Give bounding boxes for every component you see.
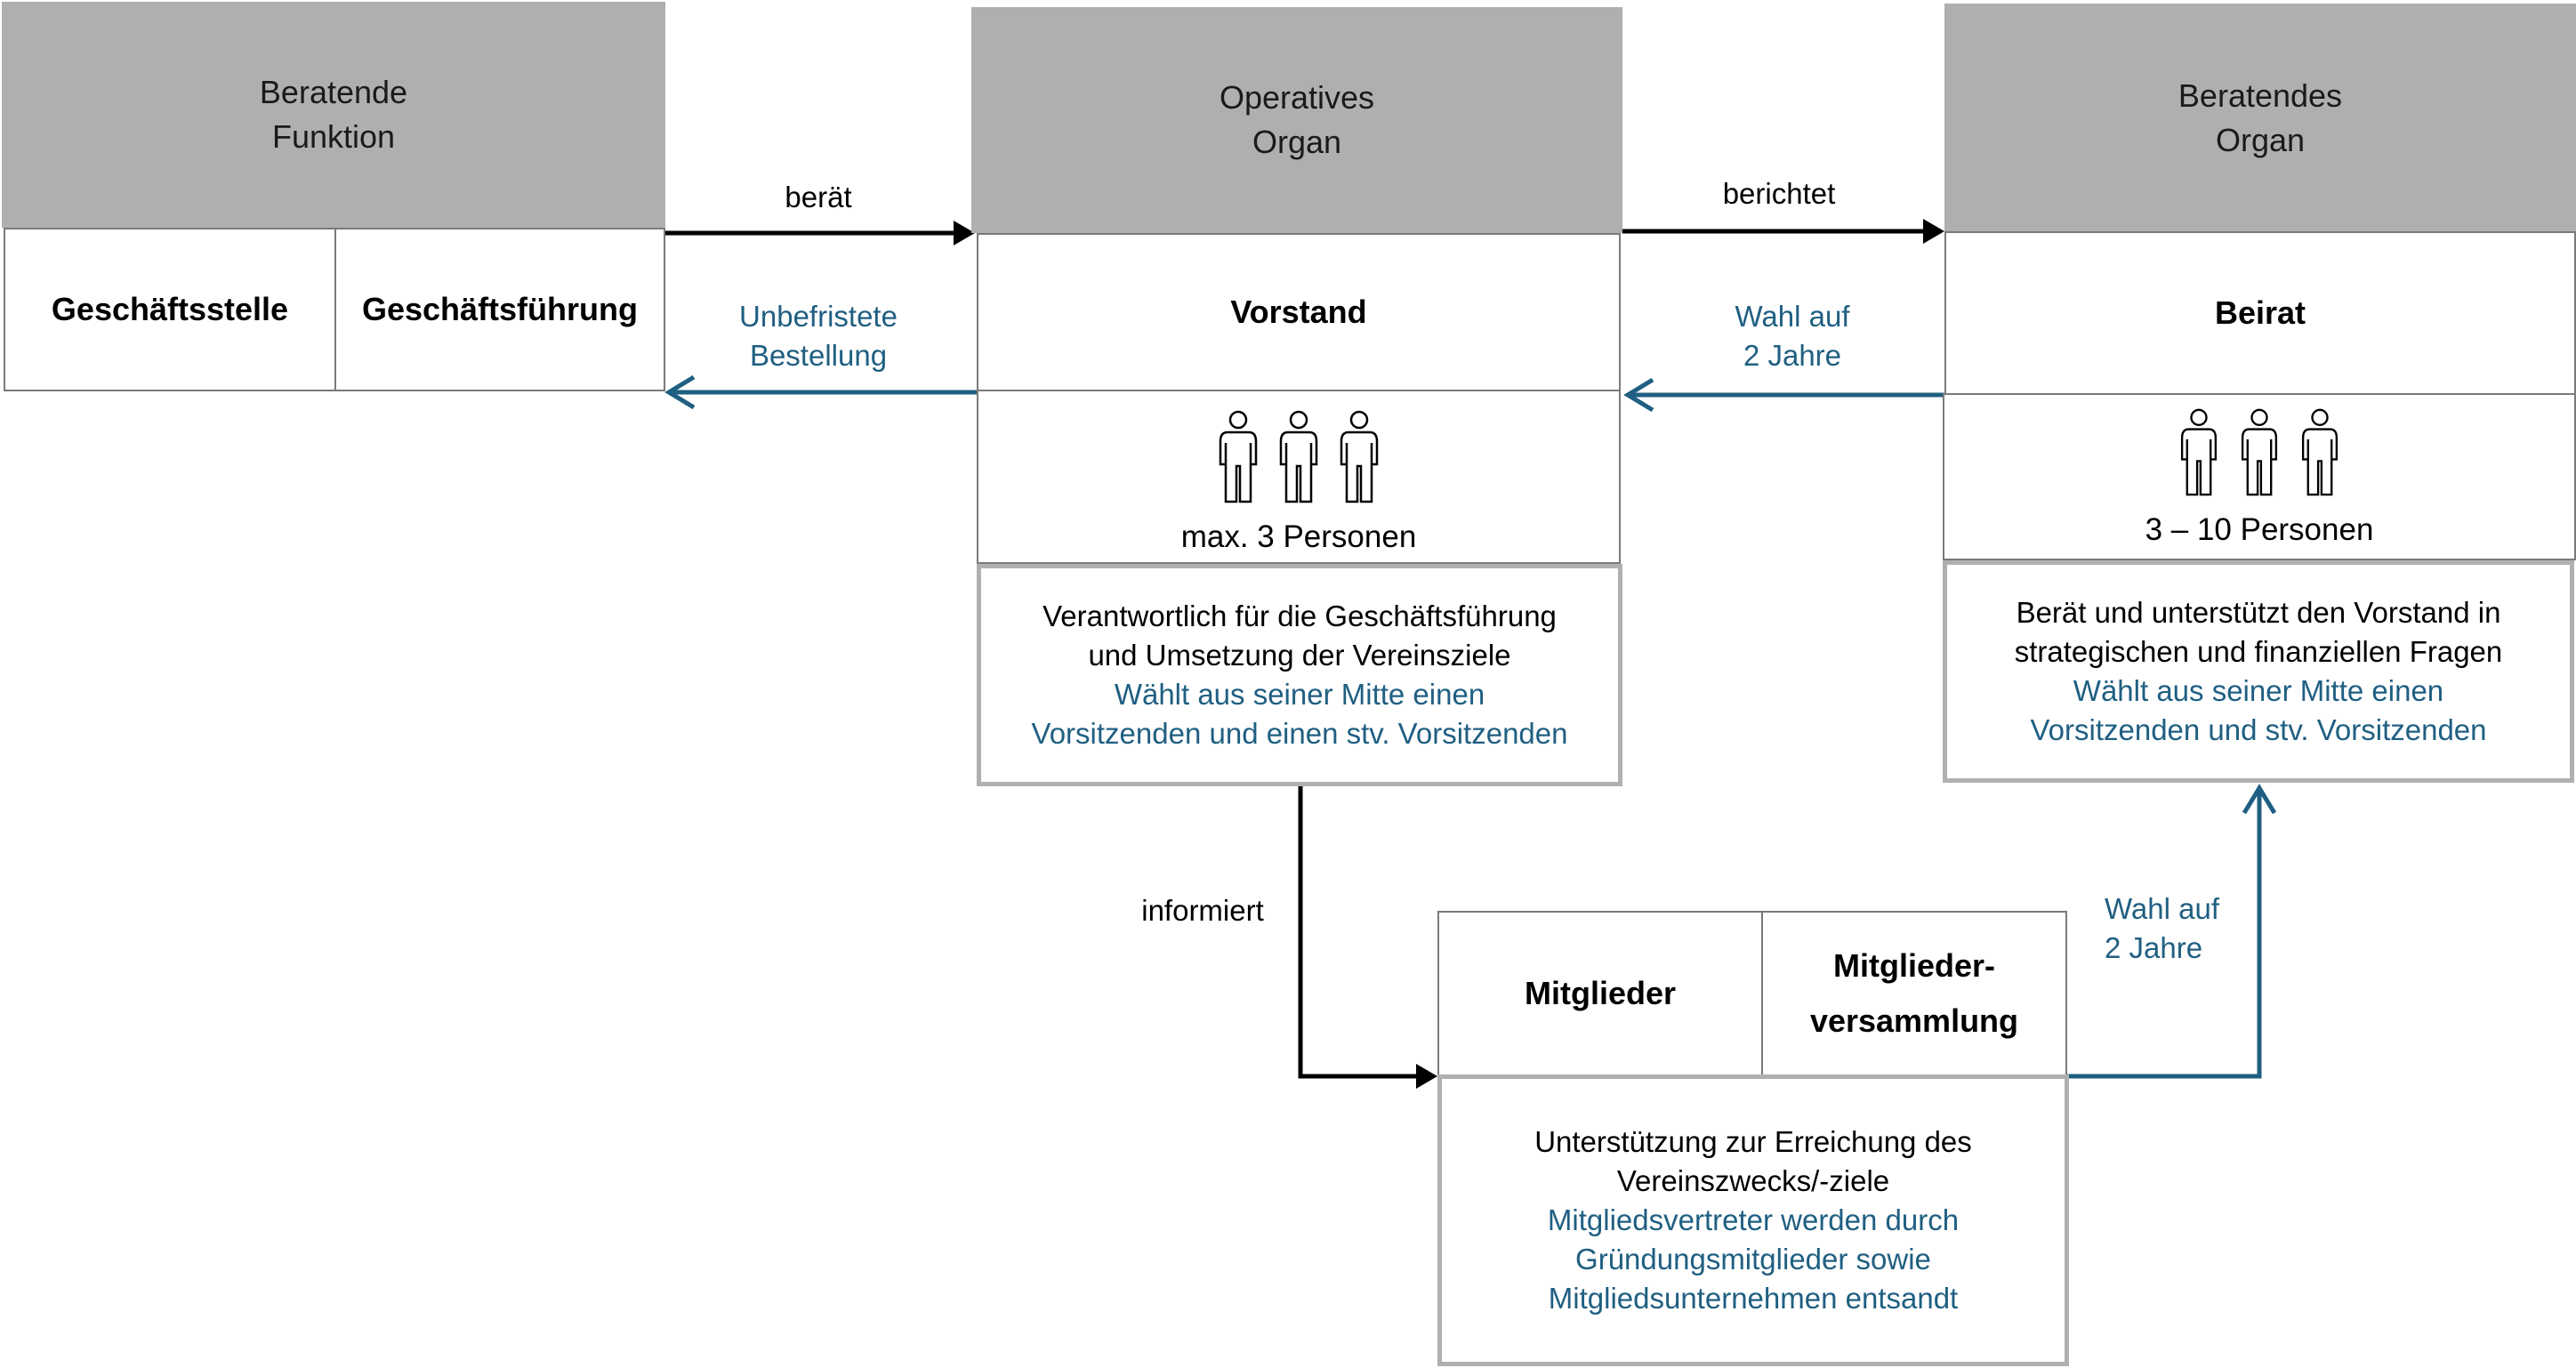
- right-header: Beratendes Organ: [1944, 4, 2576, 233]
- left-header: Beratende Funktion: [2, 2, 665, 228]
- informiert-label: informiert: [1141, 894, 1264, 927]
- beraet-label: berät: [785, 181, 852, 213]
- center-header: Operatives Organ: [971, 7, 1622, 233]
- vorstand-cell: Vorstand: [977, 233, 1621, 391]
- wahl-top-label: Wahl auf 2 Jahre: [1735, 300, 1850, 372]
- person-icon: [2180, 408, 2218, 496]
- person-icon: [1340, 410, 1379, 503]
- beirat-description-note: Wählt aus seiner Mitte einen Vorsitzende…: [2030, 674, 2487, 746]
- berichtet-label: berichtet: [1722, 177, 1836, 210]
- unbefristete-bestellung-label: Unbefristete Bestellung: [739, 300, 898, 372]
- mitgliederversammlung-cell: Mitglieder- versammlung: [1761, 911, 2067, 1076]
- beirat-description: Berät und unterstützt den Vorstand in st…: [1943, 560, 2574, 783]
- beirat-cell: Beirat: [1944, 231, 2576, 395]
- bestellung-arrow: [664, 374, 978, 410]
- geschaeftsstelle-cell: Geschäftsstelle: [4, 228, 336, 391]
- beirat-persons-box: 3 – 10 Personen: [1943, 393, 2576, 560]
- mitglieder-description-note: Mitgliedsvertreter werden durch Gründung…: [1547, 1203, 1960, 1315]
- person-icons: [1215, 409, 1382, 503]
- person-icon: [1219, 410, 1258, 503]
- mitglieder-cell: Mitglieder: [1437, 911, 1763, 1076]
- wahl-top-arrow: [1623, 377, 1944, 413]
- person-icon: [1279, 410, 1318, 503]
- vorstand-person-count: max. 3 Personen: [1180, 519, 1417, 554]
- mitglieder-description: Unterstützung zur Erreichung des Vereins…: [1437, 1074, 2069, 1366]
- beraet-arrow: [665, 221, 975, 245]
- berichtet-arrow: [1622, 219, 1944, 244]
- mitglieder-description-text: Unterstützung zur Erreichung des Vereins…: [1534, 1125, 1972, 1197]
- wahl-bottom-arrow: [2067, 784, 2277, 1079]
- person-icons: [2176, 407, 2343, 496]
- vorstand-description-text: Verantwortlich für die Geschäftsführung …: [1042, 600, 1557, 672]
- wahl-bottom-label: Wahl auf 2 Jahre: [2105, 892, 2220, 964]
- beirat-description-text: Berät und unterstützt den Vorstand in st…: [2014, 596, 2503, 668]
- person-icon: [2241, 408, 2278, 496]
- vorstand-description: Verantwortlich für die Geschäftsführung …: [977, 564, 1622, 786]
- geschaeftsfuehrung-cell: Geschäftsführung: [334, 228, 665, 391]
- vorstand-persons-box: max. 3 Personen: [977, 390, 1621, 564]
- informiert-arrow: [1298, 786, 1437, 1089]
- person-icon: [2301, 408, 2339, 496]
- beirat-person-count: 3 – 10 Personen: [2145, 512, 2374, 547]
- vorstand-description-note: Wählt aus seiner Mitte einen Vorsitzende…: [1031, 678, 1568, 750]
